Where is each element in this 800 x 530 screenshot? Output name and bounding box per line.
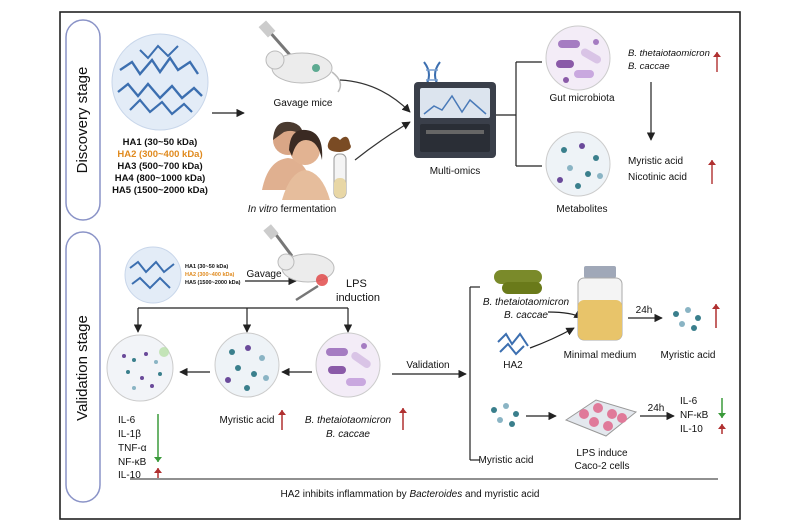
ha-polymer-circle <box>111 33 209 131</box>
cell-dish-icon <box>564 399 638 437</box>
validation-mouse-icon <box>263 224 335 302</box>
lps-induce-2: Caco-2 cells <box>574 461 629 472</box>
myristic-dots-right <box>673 307 701 331</box>
arrow-ha2-to-medium <box>529 327 575 349</box>
ha-list-item-1: HA1 (30~50 kDa) <box>123 137 198 148</box>
ha-list-item-3: HA3 (500~700 kDa) <box>117 161 202 172</box>
lps-induce-1: LPS induce <box>576 448 628 459</box>
out-cytokine-1: IL-6 <box>680 396 698 407</box>
discovery-bacteria-2: B. caccae <box>628 61 670 72</box>
validation-stage-label: Validation stage <box>74 315 91 421</box>
cytokine-5: IL-10 <box>118 470 141 481</box>
right-bacteria-1: B. thetaiotaomicron <box>483 297 570 308</box>
sequencer-icon <box>414 61 496 158</box>
ha-list-item-2: HA2 (300~400 kDa) <box>117 149 202 160</box>
cytokine-4: NF-κB <box>118 457 147 468</box>
green-bacteria-icon <box>494 270 542 294</box>
up-arrowhead <box>718 424 726 429</box>
humans-icon <box>262 121 330 200</box>
metabolites-label: Metabolites <box>556 204 607 215</box>
bacteria-circle <box>315 332 381 398</box>
ha-small-2: HA2 (300~400 kDa) <box>185 272 235 278</box>
discovery-bacteria-1: B. thetaiotaomicron <box>628 48 710 59</box>
ha-small-1: HA1 (30~50 kDa) <box>185 264 228 270</box>
fermentation-label: In vitro fermentation <box>248 204 336 215</box>
up-arrowhead <box>399 408 407 413</box>
myristic-circle <box>214 332 280 398</box>
bottom-myristic-label: Myristic acid <box>478 455 533 466</box>
mouse-icon <box>258 20 342 93</box>
right-bacteria-2: B. caccae <box>504 310 548 321</box>
up-arrowhead <box>708 160 716 165</box>
ha-small-3: HA5 (1500~2000 kDa) <box>185 280 241 286</box>
time-24h-top: 24h <box>636 305 653 316</box>
discovery-stage-label: Discovery stage <box>74 67 91 174</box>
down-arrowhead <box>718 413 726 418</box>
lps-label-2: induction <box>336 292 380 304</box>
ha2-label: HA2 <box>503 360 523 371</box>
time-24h-bottom: 24h <box>648 403 665 414</box>
gavage-mice-label: Gavage mice <box>274 98 333 109</box>
stool-sample-icon <box>327 136 351 199</box>
arrow-bacteria-to-medium <box>547 310 583 319</box>
validation-arrow-label: Validation <box>406 360 449 371</box>
up-arrowhead <box>713 52 721 57</box>
lps-label-1: LPS <box>346 278 367 290</box>
up-arrowhead <box>278 410 286 415</box>
cytokine-3: TNF-α <box>118 443 147 454</box>
validation-bacteria-1: B. thetaiotaomicron <box>305 415 392 426</box>
outer-frame <box>59 11 741 520</box>
medium-bottle-icon <box>577 266 623 341</box>
myristic-acid-label: Myristic acid <box>219 415 274 426</box>
minimal-medium-label: Minimal medium <box>564 350 637 361</box>
discovery-nicotinic: Nicotinic acid <box>628 172 687 183</box>
validation-stage-pill <box>65 231 101 503</box>
down-arrowhead <box>154 457 162 462</box>
ha-list-item-5: HA5 (1500~2000 kDa) <box>112 185 208 196</box>
myristic-dots-bottom <box>491 403 519 427</box>
cytokine-2: IL-1β <box>118 429 141 440</box>
ha-polymer-small-circle <box>124 246 182 304</box>
out-cytokine-2: NF-κB <box>680 410 709 421</box>
up-arrowhead <box>712 304 720 309</box>
discovery-stage-pill <box>65 19 101 221</box>
arrow-mice-to-sequencer <box>339 79 411 113</box>
gut-microbiota-circle <box>545 25 611 91</box>
footer-caption: HA2 inhibits inflammation by Bacteroides… <box>280 489 539 500</box>
arrow-fermentation-to-sequencer <box>354 121 411 161</box>
discovery-myristic: Myristic acid <box>628 156 683 167</box>
gavage-label: Gavage <box>246 269 281 280</box>
tissue-circle <box>106 334 174 402</box>
validation-bacteria-2: B. caccae <box>326 429 370 440</box>
out-cytokine-3: IL-10 <box>680 424 703 435</box>
multi-omics-label: Multi-omics <box>430 166 481 177</box>
metabolites-circle <box>545 131 611 197</box>
up-arrowhead <box>154 468 162 473</box>
ha2-icon <box>497 332 529 356</box>
gut-microbiota-label: Gut microbiota <box>549 93 614 104</box>
right-myristic-label: Myristic acid <box>660 350 715 361</box>
cytokine-1: IL-6 <box>118 415 136 426</box>
ha-list-item-4: HA4 (800~1000 kDa) <box>115 173 206 184</box>
